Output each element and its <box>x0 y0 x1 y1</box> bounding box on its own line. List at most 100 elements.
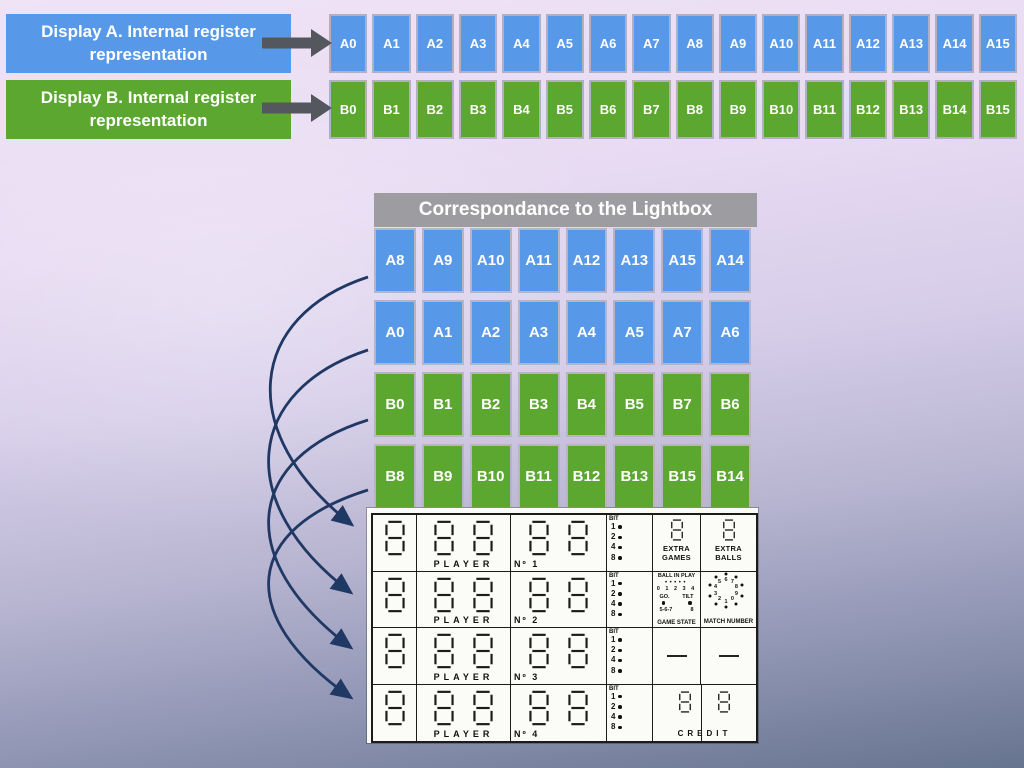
register-cell-b3: B3 <box>458 80 498 139</box>
register-cell-b15: B15 <box>978 80 1017 139</box>
register-cell-b7: B7 <box>632 80 671 139</box>
grid-cell: A11 <box>517 228 560 293</box>
seven-segment-digit <box>566 689 590 727</box>
player-number-label: Nº 1 <box>514 558 540 569</box>
bit-4: 4 <box>611 655 616 665</box>
grid-cell: A14 <box>709 228 751 293</box>
grid-cell: B4 <box>565 372 608 437</box>
bit-2: 2 <box>611 532 616 542</box>
bit-2: 2 <box>611 588 616 598</box>
register-cell-a15: A15 <box>978 14 1017 73</box>
grid-cell: B0 <box>374 372 416 437</box>
grid-cell: A10 <box>469 228 512 293</box>
credit-label: CREDIT <box>677 729 732 738</box>
player-number-label: Nº 3 <box>514 671 540 682</box>
grid-cell: B1 <box>421 372 464 437</box>
seven-segment-digit <box>566 632 590 670</box>
blank-dash <box>666 654 687 657</box>
grid-cell: A13 <box>613 228 656 293</box>
register-cell-a14: A14 <box>935 14 974 73</box>
seven-segment-digit-small <box>678 690 692 714</box>
seven-segment-digit <box>527 689 551 727</box>
match-number-dot <box>708 583 712 587</box>
grid-cell: B7 <box>661 372 704 437</box>
lightbox-row-player3: PLAYER Nº 3 BIT 1 2 4 8 <box>373 628 756 685</box>
bit-4: 4 <box>611 711 616 721</box>
grid-cell: A7 <box>661 300 704 365</box>
go-label: GO. <box>659 594 670 601</box>
bit-8: 8 <box>611 609 616 619</box>
match-number-dot <box>724 572 728 576</box>
register-cell-b6: B6 <box>588 80 628 139</box>
ball-in-play-numbers: 0 1 2 3 4 <box>656 585 697 592</box>
register-cell-a5: A5 <box>545 14 584 73</box>
grid-cell: B11 <box>517 444 560 509</box>
lightbox-panel: PLAYER Nº 1 BIT 1 2 4 8 EXTRA GAMES <box>367 508 758 743</box>
game-state-label: GAME STATE <box>657 620 696 626</box>
register-cell-b13: B13 <box>892 80 931 139</box>
register-cell-a2: A2 <box>415 14 454 73</box>
grid-cell: B5 <box>613 372 656 437</box>
lightbox-frame: PLAYER Nº 1 BIT 1 2 4 8 EXTRA GAMES <box>371 513 758 743</box>
register-cell-a8: A8 <box>675 14 714 73</box>
seven-segment-digit <box>471 519 495 557</box>
ball-in-play-label: BALL IN PLAY <box>657 572 696 579</box>
display-b-register-row: B0 B1 B2 B3 B4 B5 B6 B7 B8 B9 B10 B11 B1… <box>329 80 1017 139</box>
register-cell-a12: A12 <box>848 14 888 73</box>
bit-dot <box>618 638 622 642</box>
register-cell-a6: A6 <box>588 14 628 73</box>
match-number-dot <box>724 605 728 609</box>
bit-dot <box>618 535 622 540</box>
tilt-label: TILT <box>682 594 694 601</box>
register-cell-b10: B10 <box>762 80 801 139</box>
bit-header: BIT <box>609 516 619 522</box>
register-cell-a11: A11 <box>805 14 844 73</box>
bit-dot <box>618 556 622 560</box>
bit-dot <box>618 592 622 596</box>
grid-cell: A2 <box>469 300 512 365</box>
seven-segment-digit <box>527 576 551 614</box>
bit-8: 8 <box>611 665 616 675</box>
bit-dot <box>618 581 622 586</box>
player-label: PLAYER <box>433 558 494 569</box>
bit-8: 8 <box>611 552 616 562</box>
bit-1: 1 <box>611 578 616 588</box>
grid-cell: B10 <box>469 444 512 509</box>
seven-segment-digit <box>383 519 407 557</box>
grid-cell: B12 <box>565 444 608 509</box>
correspondence-title: Correspondance to the Lightbox <box>374 193 757 227</box>
game-state-zone: BALL IN PLAY ••••• 0 1 2 3 4 GO. TILT 5-… <box>653 572 700 628</box>
grid-cell: A5 <box>613 300 656 365</box>
seven-segment-digit-small <box>717 690 731 714</box>
register-cell-b11: B11 <box>805 80 844 139</box>
lightbox-row-player4: PLAYER Nº 4 BIT 1 2 4 8 CREDIT <box>373 684 756 741</box>
match-number-dot <box>708 594 712 598</box>
register-cell-b1: B1 <box>372 80 411 139</box>
match-number-dot <box>734 602 738 606</box>
bit-dot <box>618 648 622 653</box>
register-cell-a10: A10 <box>762 14 801 73</box>
bit-1: 1 <box>611 635 616 644</box>
register-cell-b9: B9 <box>718 80 758 139</box>
register-cell-b12: B12 <box>848 80 888 139</box>
grid-cell: B8 <box>374 444 416 509</box>
bit-dot <box>618 694 622 699</box>
seven-segment-digit <box>527 519 551 557</box>
bit-8: 8 <box>611 722 616 732</box>
register-cell-a3: A3 <box>458 14 498 73</box>
game-state-numbers: 5-6-7 <box>659 606 673 613</box>
grid-cell: A0 <box>374 300 416 365</box>
match-number-digit: 1 <box>724 598 728 605</box>
curve-arrow-row2-to-player2 <box>267 348 369 595</box>
grid-cell: B9 <box>421 444 464 509</box>
go-dot <box>661 601 665 605</box>
bit-4: 4 <box>611 542 616 552</box>
seven-segment-digit <box>432 576 456 614</box>
seven-segment-digit <box>566 519 590 557</box>
bit-1: 1 <box>611 522 616 531</box>
display-a-register-row: A0 A1 A2 A3 A4 A5 A6 A7 A8 A9 A10 A11 A1… <box>329 14 1017 73</box>
match-number-digit: 3 <box>714 590 718 597</box>
credit-zone: CREDIT <box>653 684 756 741</box>
grid-cell: B14 <box>709 444 751 509</box>
